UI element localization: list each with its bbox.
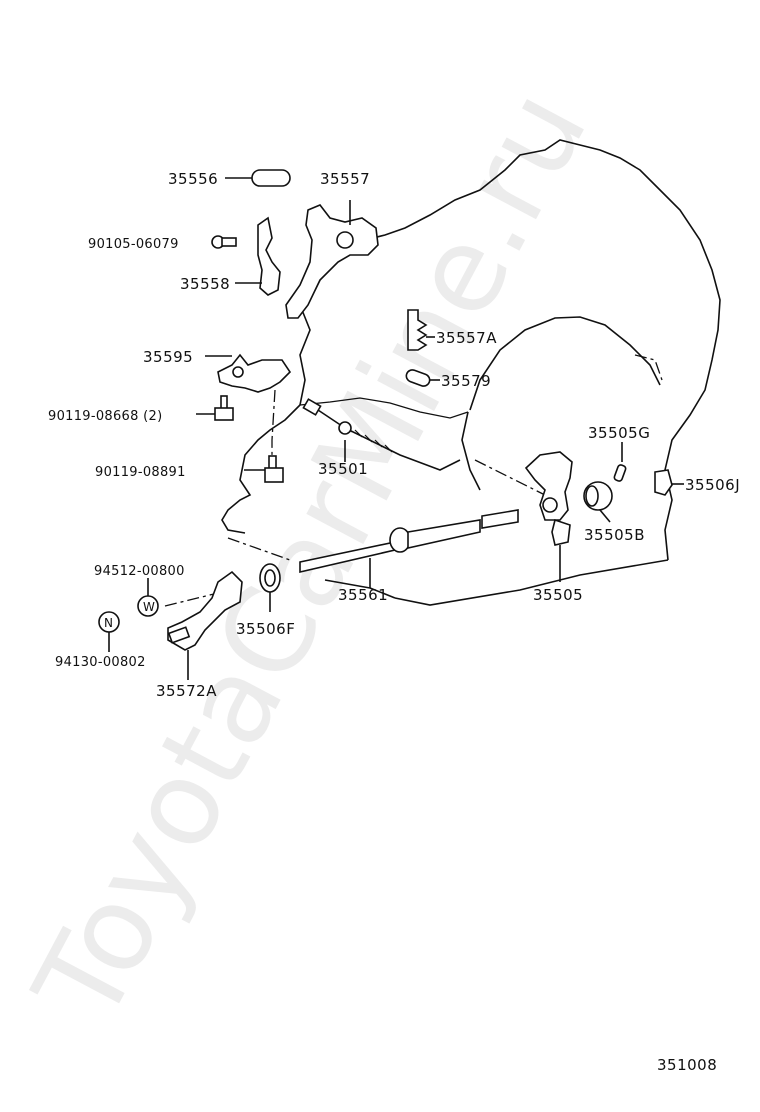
pin-35505g-icon <box>613 442 627 482</box>
label-35561[interactable]: 35561 <box>338 586 388 604</box>
label-35557a[interactable]: 35557A <box>436 329 497 347</box>
nut-94130-00802-icon: N <box>98 611 120 652</box>
spring-35558-icon <box>235 216 281 296</box>
label-94512-00800[interactable]: 94512-00800 <box>94 564 185 579</box>
bracket-35595-icon <box>205 353 292 460</box>
label-35595[interactable]: 35595 <box>143 348 193 366</box>
washer-94512-00800-icon: W <box>137 578 219 617</box>
label-35506f[interactable]: 35506F <box>236 620 295 638</box>
spring-35557a-icon <box>407 309 435 351</box>
bolt-90119-08891-icon <box>244 455 284 483</box>
lever-35505-icon <box>524 451 573 582</box>
label-35558[interactable]: 35558 <box>180 275 230 293</box>
bolt-90105-06079-icon <box>211 235 237 249</box>
label-90105-06079[interactable]: 90105-06079 <box>88 237 179 252</box>
bolt-90119-08668-icon <box>196 395 234 421</box>
label-90119-08668[interactable]: 90119-08668 (2) <box>48 409 162 424</box>
diagram-id: 351008 <box>657 1056 717 1074</box>
pin-35556-icon <box>225 169 291 187</box>
bushing-35505b-icon <box>583 481 613 523</box>
label-35572a[interactable]: 35572A <box>156 682 217 700</box>
cable-35501-icon <box>302 398 461 471</box>
pin-35579-icon <box>405 369 440 387</box>
label-90119-08891[interactable]: 90119-08891 <box>95 465 186 480</box>
label-35556[interactable]: 35556 <box>168 170 218 188</box>
label-35506j[interactable]: 35506J <box>685 476 740 494</box>
svg-text:W: W <box>143 600 155 614</box>
svg-text:N: N <box>104 616 113 630</box>
label-35557[interactable]: 35557 <box>320 170 370 188</box>
label-35501[interactable]: 35501 <box>318 460 368 478</box>
label-94130-00802[interactable]: 94130-00802 <box>55 655 146 670</box>
label-35505b[interactable]: 35505B <box>584 526 645 544</box>
label-35505g[interactable]: 35505G <box>588 424 650 442</box>
lever-35572a-icon <box>167 570 243 680</box>
clip-35506j-icon <box>654 469 684 496</box>
label-35579[interactable]: 35579 <box>441 372 491 390</box>
lever-35557-icon <box>285 200 379 319</box>
shaft-35561-icon <box>299 509 519 599</box>
seal-35506f-icon <box>259 563 281 612</box>
label-35505[interactable]: 35505 <box>533 586 583 604</box>
